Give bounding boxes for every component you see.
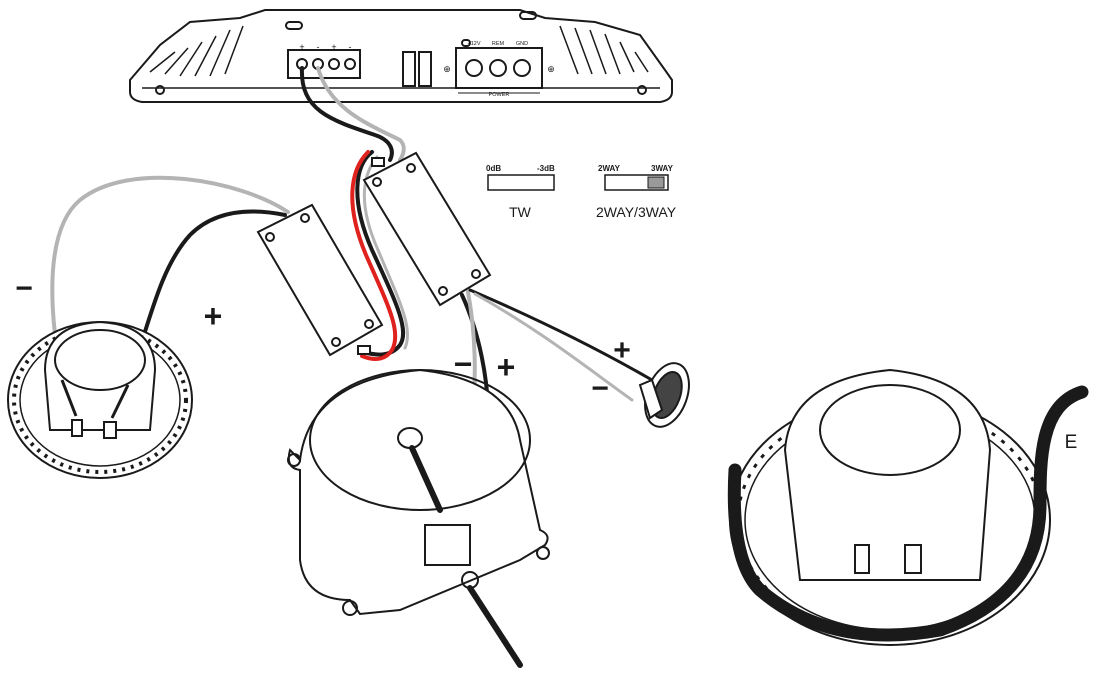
power-terminal-block — [455, 47, 543, 89]
heatsink-fins-right — [559, 25, 649, 75]
wire-amp-black — [299, 66, 394, 162]
ground-mark-left: ⊕ — [443, 64, 451, 74]
crossover-left-connector — [357, 345, 371, 355]
switch-tw-right-label: -3dB — [537, 164, 555, 173]
amplifier-slot-left — [285, 21, 303, 30]
heatsink-fins-left — [149, 25, 244, 77]
amplifier — [129, 9, 673, 103]
center-speaker-mount-hole-1 — [342, 600, 358, 616]
switch-way-knob — [647, 176, 665, 189]
polarity-center-plus: + — [497, 349, 516, 385]
terminal-polarity-3: + — [331, 42, 336, 52]
switch-way-caption: 2WAY/3WAY — [596, 204, 677, 220]
crossover-left-body — [256, 203, 384, 357]
power-caption: POWER — [489, 92, 510, 98]
center-speaker-mount-hole-2 — [287, 453, 301, 467]
left-speaker — [7, 320, 193, 479]
switch-tw-caption: TW — [509, 204, 532, 220]
power-terminal-12v — [465, 59, 483, 77]
switch-way-left-label: 2WAY — [598, 164, 621, 173]
mounting-hole-right — [637, 85, 647, 95]
power-label-gnd: GND — [516, 41, 528, 47]
power-terminal-rem — [489, 59, 507, 77]
rca-input-left — [402, 51, 416, 87]
polarity-tweeter-minus: − — [591, 372, 609, 405]
crossover-box-right — [362, 151, 492, 307]
terminal-polarity-2: - — [317, 42, 320, 52]
crossover-right-screw-3 — [438, 286, 448, 296]
amplifier-slot-right — [519, 11, 537, 20]
ground-mark-right: ⊕ — [547, 64, 555, 74]
gasket-seal — [727, 385, 1089, 642]
polarity-left-minus: − — [15, 272, 33, 305]
right-speaker-terminal-2 — [904, 544, 922, 574]
left-speaker-vents — [12, 326, 188, 474]
switch-tw-left-label: 0dB — [486, 164, 501, 173]
polarity-labels: − + − + + − — [15, 272, 631, 405]
left-speaker-terminal-neg — [71, 419, 83, 437]
mounting-hole-left — [155, 85, 165, 95]
wire-left-grey — [50, 175, 290, 382]
right-speaker-cap — [819, 384, 961, 476]
polarity-tweeter-plus: + — [613, 334, 631, 367]
power-label-12v: +12V — [468, 41, 481, 47]
center-speaker-terminal-block — [424, 524, 471, 566]
power-terminal-gnd — [513, 59, 531, 77]
terminal-polarity-1: + — [299, 42, 304, 52]
switch-tw-body — [487, 174, 555, 191]
speaker-terminal-4 — [344, 58, 356, 70]
crossover-right-body — [362, 151, 492, 307]
crossover-left-screw-1 — [265, 232, 275, 242]
crossover-right-connector — [371, 157, 385, 167]
amplifier-labels: + - + - +12V REM GND POWER ⊕ ⊕ — [299, 41, 554, 98]
polarity-left-plus: + — [204, 298, 223, 334]
wire-link-grey — [362, 155, 410, 350]
center-speaker-mount-hole-3 — [536, 546, 550, 560]
crossover-right-screw-2 — [406, 163, 416, 173]
switch-way-right-label: 3WAY — [651, 164, 674, 173]
switch-tw: 0dB -3dB TW — [486, 164, 555, 220]
right-speaker-terminal-1 — [854, 544, 870, 574]
amplifier-slot-center — [461, 39, 471, 47]
crossover-left-screw-2 — [300, 213, 310, 223]
speaker-output-terminal-block — [287, 49, 361, 79]
wire-tweeter-black — [468, 288, 654, 382]
figure-label: E — [1065, 432, 1078, 453]
left-speaker-terminal-pos — [103, 421, 117, 439]
crossover-left-screw-4 — [364, 319, 374, 329]
crossover-right-screw-4 — [471, 269, 481, 279]
wire-link-red — [350, 150, 398, 362]
crossover-left-screw-3 — [331, 337, 341, 347]
tweeter-back — [638, 378, 664, 420]
amplifier-housing — [129, 9, 673, 103]
wire-tweeter-grey — [473, 292, 634, 402]
terminal-polarity-4: - — [349, 42, 352, 52]
crossover-right-screw-1 — [372, 177, 382, 187]
power-label-rem: REM — [492, 41, 505, 47]
tweeter — [638, 362, 690, 428]
center-speaker-cone — [309, 369, 531, 511]
left-speaker-lead-lines — [60, 379, 130, 419]
center-speaker — [287, 368, 550, 668]
crossover-box-left — [256, 203, 384, 357]
rca-input-right — [418, 51, 432, 87]
left-speaker-cap — [54, 329, 146, 391]
switch-way: 2WAY 3WAY 2WAY/3WAY — [596, 164, 677, 220]
screwdriver — [467, 585, 523, 668]
wire-amp-grey — [316, 66, 406, 162]
center-speaker-frame — [287, 368, 549, 616]
speaker-terminal-3 — [328, 58, 340, 70]
polarity-center-minus: − — [454, 346, 473, 382]
center-speaker-vent-rod — [409, 445, 443, 513]
